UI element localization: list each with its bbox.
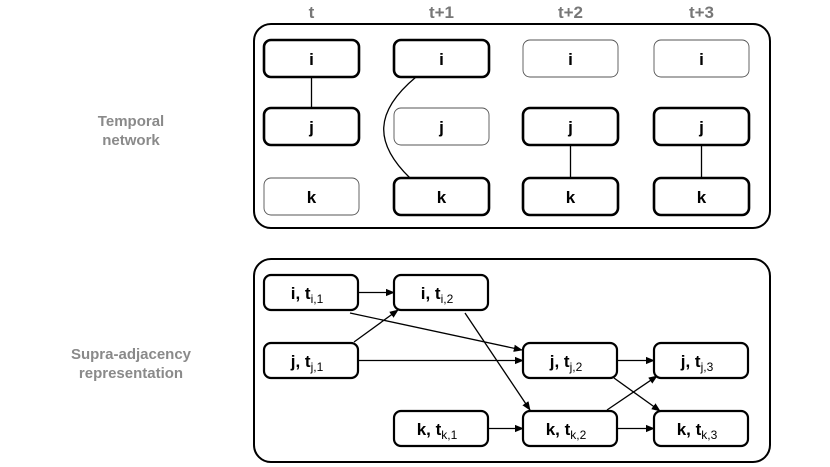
supra-node-j1 <box>262 341 360 380</box>
supra-node-k1 <box>392 409 490 448</box>
temporal-node-label: k <box>307 188 317 207</box>
temporal-node-label: i <box>699 50 704 69</box>
supra-node-subscript: j,1 <box>310 360 324 374</box>
supra-node-k3 <box>652 409 750 448</box>
temporal-node-label: k <box>697 188 707 207</box>
temporal-node <box>522 39 619 78</box>
supra-node-label: j, tj,2 <box>549 352 583 374</box>
supra-adjacency-title-line1: Supra-adjacency <box>70 346 192 363</box>
temporal-network-title-line2: network <box>102 132 160 149</box>
temporal-node-label: k <box>437 188 447 207</box>
temporal-node <box>263 177 360 216</box>
supra-node-label: j, tj,1 <box>290 352 324 374</box>
supra-node-label: i, ti,1 <box>291 284 324 306</box>
supra-node-j3 <box>652 341 750 380</box>
supra-node-j2 <box>521 341 619 380</box>
supra-node-subscript: k,1 <box>441 428 457 442</box>
supra-node-label: i, ti,2 <box>421 284 454 306</box>
temporal-node <box>262 106 361 147</box>
temporal-network-title-line1: Temporal <box>97 113 165 130</box>
supra-adjacency-title: Supra-adjacency representation <box>31 345 231 383</box>
temporal-network-panel <box>253 23 771 229</box>
supra-edge-arrow <box>353 309 399 343</box>
temporal-node-label: j <box>308 118 314 137</box>
temporal-node <box>653 39 750 78</box>
temporal-node <box>521 176 620 217</box>
supra-edge-arrow <box>349 312 523 352</box>
supra-node-subscript: k,3 <box>701 428 717 442</box>
supra-node-i2 <box>392 273 490 312</box>
supra-node-label: k, tk,3 <box>677 420 718 442</box>
temporal-node <box>652 176 751 217</box>
time-label: t+1 <box>429 3 454 22</box>
supra-node-subscript: i,2 <box>441 292 454 306</box>
temporal-node-label: j <box>698 118 704 137</box>
supra-node-i1 <box>262 273 360 312</box>
time-label: t+3 <box>689 3 714 22</box>
temporal-node-label: j <box>567 118 573 137</box>
temporal-edge <box>383 76 417 179</box>
temporal-node <box>652 106 751 147</box>
supra-adjacency-panel <box>253 258 771 463</box>
temporal-network-title: Temporal network <box>31 112 231 150</box>
time-label: t+2 <box>558 3 583 22</box>
supra-node-subscript: j,2 <box>569 360 583 374</box>
supra-node-subscript: i,1 <box>311 292 324 306</box>
time-label: t <box>309 3 315 22</box>
temporal-node <box>392 176 491 217</box>
supra-node-subscript: j,3 <box>700 360 714 374</box>
temporal-node-label: i <box>568 50 573 69</box>
supra-node-label: j, tj,3 <box>680 352 714 374</box>
supra-edge-arrow <box>613 377 661 412</box>
temporal-node <box>393 107 490 146</box>
supra-edge-arrow <box>464 312 531 411</box>
supra-node-k2 <box>521 409 619 448</box>
temporal-node-label: i <box>439 50 444 69</box>
temporal-node-label: j <box>438 118 444 137</box>
supra-node-label: k, tk,2 <box>546 420 587 442</box>
temporal-node-label: k <box>566 188 576 207</box>
supra-adjacency-title-line2: representation <box>78 365 184 382</box>
temporal-node <box>392 38 491 79</box>
supra-node-subscript: k,2 <box>570 428 586 442</box>
temporal-node <box>262 38 361 79</box>
temporal-node <box>521 106 620 147</box>
temporal-node-label: i <box>309 50 314 69</box>
supra-edge-arrow <box>606 375 658 411</box>
supra-node-label: k, tk,1 <box>417 420 458 442</box>
